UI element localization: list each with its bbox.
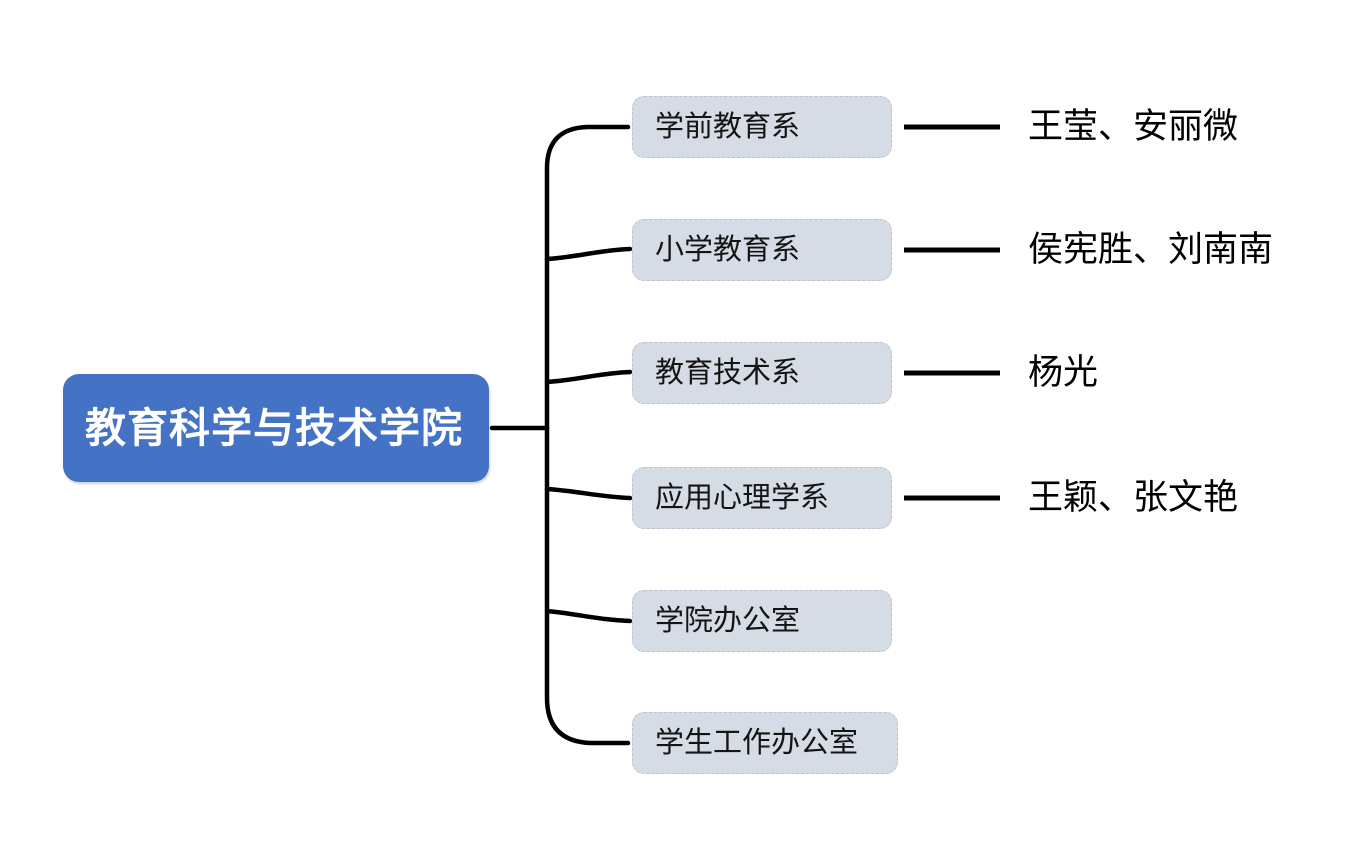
branch-node-label: 小学教育系 [655,234,801,266]
trunk-top-line [544,124,631,431]
branch-node-label: 学院办公室 [655,605,801,637]
branch-line-4 [544,486,633,501]
branch-node-education-technology[interactable]: 教育技术系 [632,342,892,404]
branch-node-primary-education[interactable]: 小学教育系 [632,219,892,281]
branch-node-label: 应用心理学系 [655,482,830,514]
branch-line-5 [544,608,633,624]
branch-node-label: 学前教育系 [655,111,801,143]
trunk-bottom-line [544,425,631,746]
branch-line-3 [544,369,633,385]
root-node-college[interactable]: 教育科学与技术学院 [63,374,489,482]
branch-node-label: 教育技术系 [655,357,801,389]
staff-names-applied-psychology[interactable]: 王颖、张文艳 [1028,478,1239,517]
staff-names-preschool-education[interactable]: 王莹、安丽微 [1028,107,1239,146]
branch-node-college-office[interactable]: 学院办公室 [632,590,892,652]
branch-line-2 [544,246,633,262]
staff-names-primary-education[interactable]: 侯宪胜、刘南南 [1028,230,1274,269]
branch-node-label: 学生工作办公室 [655,727,859,759]
branch-node-applied-psychology[interactable]: 应用心理学系 [632,467,892,529]
branch-node-student-affairs-office[interactable]: 学生工作办公室 [632,712,898,774]
staff-names-education-technology[interactable]: 杨光 [1028,353,1099,392]
branch-node-preschool-education[interactable]: 学前教育系 [632,96,892,158]
root-node-label: 教育科学与技术学院 [85,405,463,451]
